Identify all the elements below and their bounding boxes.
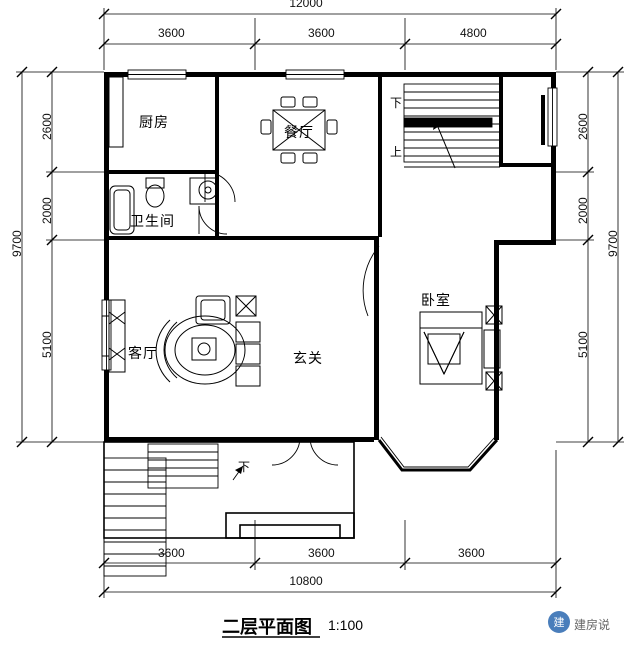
watermark-badge-icon: 建 bbox=[548, 611, 570, 633]
room-label-foyer: 玄关 bbox=[293, 351, 323, 367]
drawing-title: 二层平面图 bbox=[222, 617, 312, 638]
stair-mark-up-interior: 上 bbox=[390, 145, 404, 159]
dim-left-overall: 9700 bbox=[10, 230, 24, 257]
interior-stairs bbox=[403, 83, 501, 169]
top-dimension-chain bbox=[103, 8, 557, 70]
dim-top-1: 3600 bbox=[158, 26, 185, 40]
entry-porch bbox=[103, 441, 355, 539]
bottom-dimension-ticks bbox=[98, 557, 562, 598]
bathroom-fixtures bbox=[109, 177, 218, 235]
room-label-dining: 餐厅 bbox=[284, 125, 314, 141]
dim-left-2: 2000 bbox=[40, 197, 54, 224]
dim-right-1: 2600 bbox=[576, 113, 590, 140]
dim-right-2: 2000 bbox=[576, 197, 590, 224]
exterior-walls bbox=[104, 72, 556, 442]
dim-bottom-overall: 10800 bbox=[289, 574, 323, 588]
bay-window-glazing bbox=[380, 436, 496, 468]
interior-walls bbox=[104, 77, 551, 240]
top-dimension-ticks bbox=[98, 8, 562, 50]
bedroom-furniture bbox=[419, 305, 503, 391]
watermark-text: 建房说 bbox=[574, 618, 611, 632]
right-dimension-chain bbox=[556, 71, 624, 443]
dim-bottom-3: 3600 bbox=[458, 546, 485, 560]
dim-top-overall: 12000 bbox=[289, 0, 323, 10]
living-room-furniture bbox=[101, 295, 261, 387]
dim-bottom-2: 3600 bbox=[308, 546, 335, 560]
exterior-stairs bbox=[103, 443, 244, 577]
bedroom-bay-window bbox=[377, 438, 499, 472]
dim-top-3: 4800 bbox=[460, 26, 487, 40]
room-label-livingroom: 客厅 bbox=[128, 346, 158, 362]
room-label-bedroom: 卧室 bbox=[421, 293, 451, 309]
kitchen-fixtures bbox=[108, 76, 124, 148]
windows bbox=[101, 69, 558, 371]
stair-mark-down-exterior: 下 bbox=[238, 460, 252, 474]
bottom-dimension-chain bbox=[103, 450, 557, 598]
dim-right-overall: 9700 bbox=[606, 230, 620, 257]
right-dimension-ticks bbox=[582, 66, 624, 448]
left-dimension-chain bbox=[16, 71, 104, 443]
dim-left-1: 2600 bbox=[40, 113, 54, 140]
dim-left-3: 5100 bbox=[40, 331, 54, 358]
dim-bottom-1: 3600 bbox=[158, 546, 185, 560]
stair-mark-down-interior: 下 bbox=[390, 96, 404, 110]
dim-right-3: 5100 bbox=[576, 331, 590, 358]
dim-top-2: 3600 bbox=[308, 26, 335, 40]
door-swings bbox=[198, 171, 380, 466]
drawing-scale: 1:100 bbox=[328, 617, 364, 633]
room-label-bathroom: 卫生间 bbox=[130, 214, 175, 230]
left-dimension-ticks bbox=[16, 66, 58, 448]
dining-set bbox=[260, 96, 338, 164]
room-label-kitchen: 厨房 bbox=[139, 115, 169, 131]
